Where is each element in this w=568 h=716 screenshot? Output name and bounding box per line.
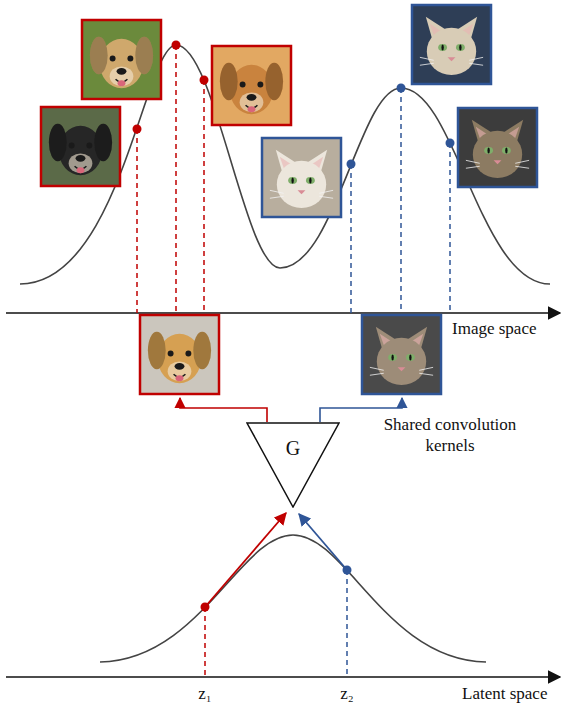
dashed-drop	[136, 129, 138, 313]
photo-frame	[41, 107, 120, 186]
axis-title: Image space	[452, 318, 536, 339]
latent-density-curve	[100, 535, 486, 662]
sample-dot	[133, 125, 142, 134]
generator-triangle: G	[246, 422, 340, 508]
dog-face	[148, 332, 211, 383]
sample-dot	[397, 84, 406, 93]
sample-dot	[172, 41, 181, 50]
latent-code-label: z₂	[340, 683, 353, 704]
dog-photo	[41, 107, 120, 186]
photo-ground	[212, 46, 291, 125]
photo-frame	[458, 108, 537, 187]
photo-frame	[82, 20, 161, 99]
input-arrow	[299, 514, 347, 570]
dashed-drop	[400, 88, 402, 313]
sample-dot	[446, 139, 455, 148]
dog-face	[49, 124, 112, 175]
image-axis	[6, 312, 560, 314]
annotation: Shared convolution kernels	[375, 414, 525, 457]
photo-ground	[82, 20, 161, 99]
latent-axis	[6, 676, 560, 678]
photo-frame	[412, 5, 491, 84]
output-arrow	[180, 398, 267, 422]
photo-frame	[140, 315, 219, 394]
cat-face	[466, 120, 529, 178]
dashed-drop	[175, 45, 177, 313]
photo-frame	[262, 138, 341, 217]
cat-face	[370, 327, 433, 385]
sample-dot	[347, 160, 356, 169]
dashed-drop	[203, 80, 205, 313]
dog-face	[220, 63, 283, 114]
sample-dot	[200, 76, 209, 85]
axis-title: Latent space	[462, 683, 547, 704]
photo-frame	[362, 315, 441, 394]
photo-ground	[41, 107, 120, 186]
cat-face	[420, 17, 483, 75]
cat-photo	[262, 138, 341, 217]
dog-photo	[82, 20, 161, 99]
photo-ground	[140, 315, 219, 394]
generated-dog-photo	[140, 315, 219, 394]
cat-photo	[458, 108, 537, 187]
dashed-drop	[204, 607, 206, 677]
triangle-shape	[247, 423, 339, 507]
dashed-drop	[449, 143, 451, 313]
dog-photo	[212, 46, 291, 125]
photo-ground	[262, 138, 341, 217]
photo-ground	[458, 108, 537, 187]
cat-face	[270, 150, 333, 208]
dog-face	[90, 37, 153, 88]
dashed-drop	[346, 570, 348, 677]
photo-frame	[212, 46, 291, 125]
cat-photo	[412, 5, 491, 84]
triangle-outline	[246, 422, 340, 508]
photo-ground	[412, 5, 491, 84]
photo-ground	[362, 315, 441, 394]
input-arrow	[205, 513, 286, 607]
generated-cat-photo	[362, 315, 441, 394]
dashed-drop	[350, 164, 352, 313]
dashed-drops	[137, 45, 450, 677]
generator-label: G	[246, 436, 340, 460]
latent-code-label: z₁	[198, 683, 211, 704]
